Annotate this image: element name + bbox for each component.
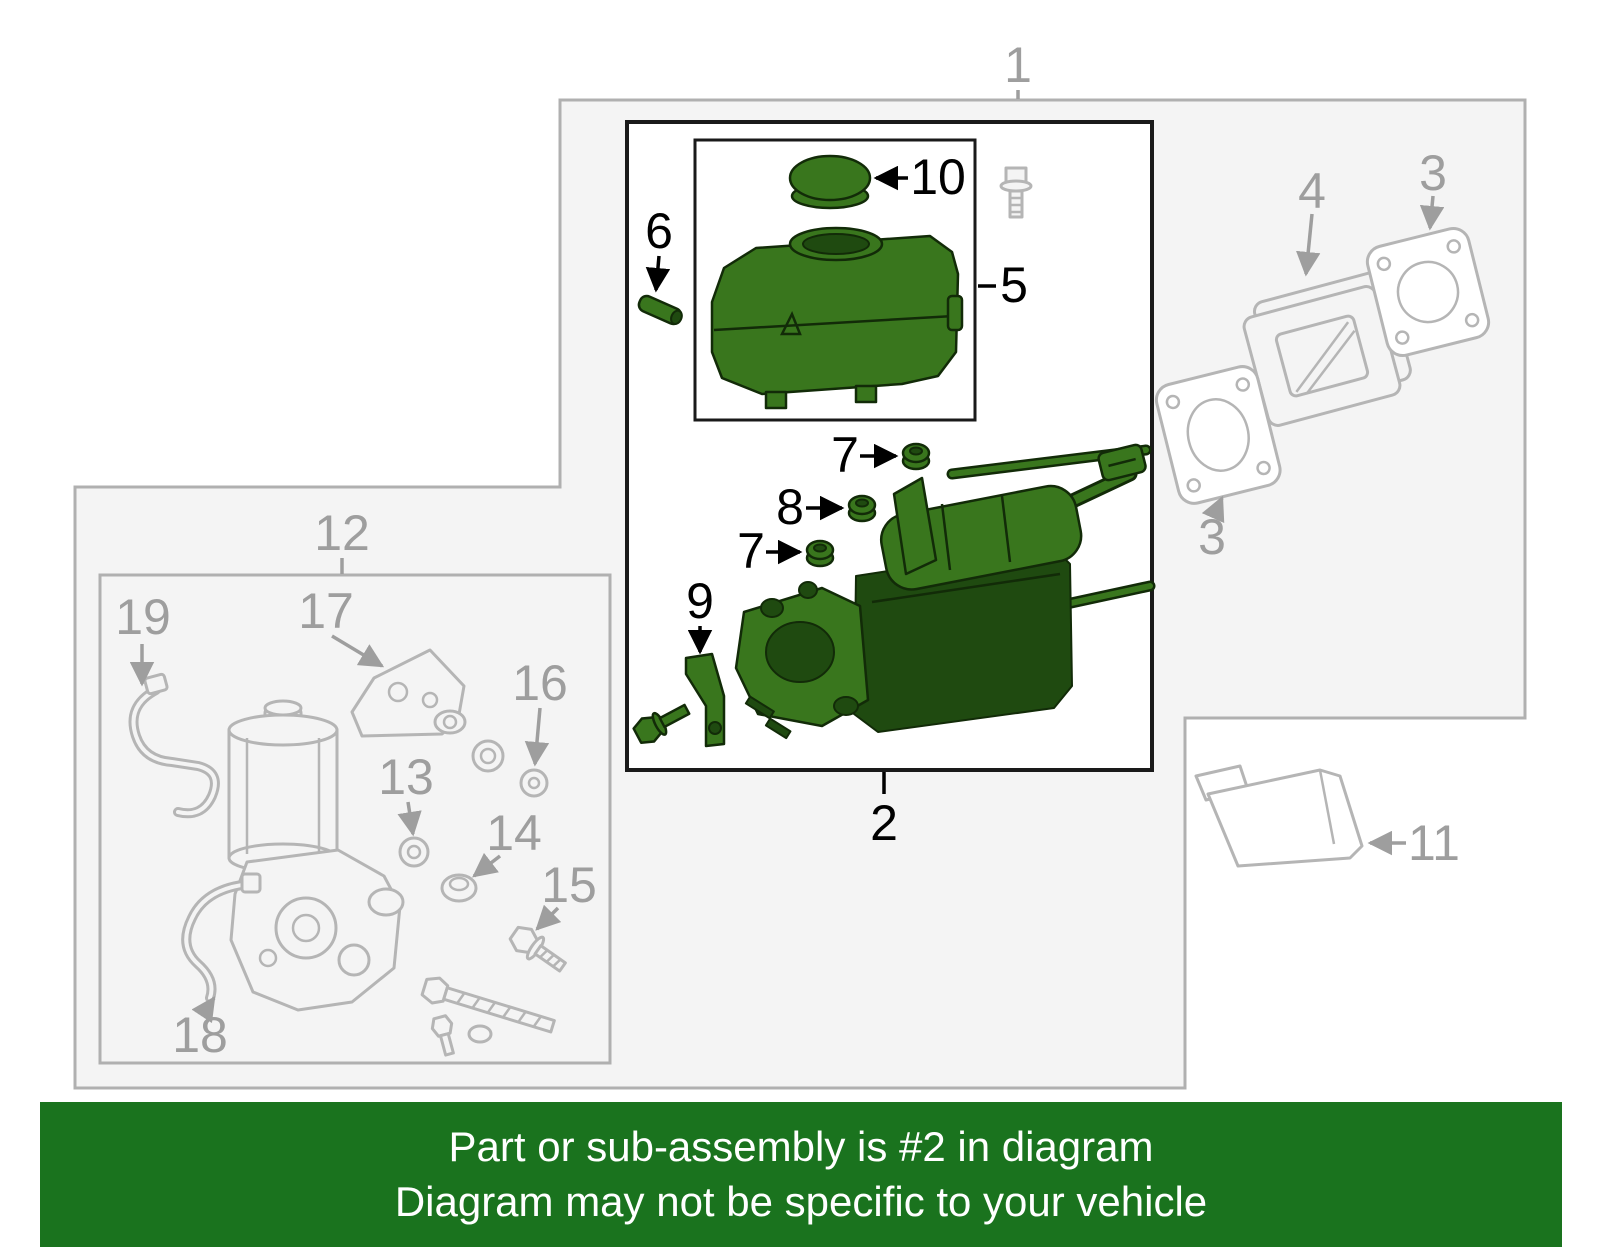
callout-13-label: 13	[378, 749, 434, 805]
callout-11-label: 11	[1408, 815, 1460, 871]
callout-6-leader	[645, 255, 671, 293]
callout-14-leader	[472, 852, 502, 878]
callout-18-label: 18	[172, 1007, 228, 1063]
grommet-7a-part	[901, 442, 931, 471]
callout-6-label: 6	[645, 203, 673, 259]
callout-3-bottom-label: 3	[1198, 509, 1226, 565]
highlight-banner: Part or sub-assembly is #2 in diagram Di…	[40, 1102, 1562, 1247]
callout-12-label: 12	[314, 505, 370, 561]
banner-line-1: Part or sub-assembly is #2 in diagram	[448, 1122, 1154, 1170]
callout-15-label: 15	[541, 857, 597, 913]
small-bolt-part	[430, 1014, 455, 1057]
callout-4-leader	[1296, 213, 1321, 277]
callout-5-label: 5	[1000, 257, 1028, 313]
callout-7b-label: 7	[737, 523, 765, 579]
bushing-14-part	[440, 873, 478, 903]
callout-19-label: 19	[115, 589, 171, 645]
callout-18-leader	[191, 995, 216, 1024]
callout-13-leader	[397, 801, 422, 837]
spacer-4-part	[1242, 269, 1412, 427]
callout-16-label: 16	[512, 655, 568, 711]
mounting-screw-part	[420, 976, 556, 1034]
bracket-9-part	[684, 652, 726, 748]
heat-shield-11-part	[1194, 764, 1364, 868]
bolt-9-part	[632, 703, 691, 744]
callout-17-label: 17	[298, 583, 354, 639]
bolt-15-part	[508, 925, 567, 973]
callout-9-label: 9	[686, 573, 714, 629]
gasket-3-bottom-part	[1154, 365, 1282, 505]
bolt-part	[999, 166, 1033, 219]
small-bushing-part	[467, 1024, 493, 1044]
callout-2-label: 2	[870, 795, 898, 851]
callout-17-leader	[331, 634, 385, 668]
reservoir-cap-part	[788, 154, 872, 210]
washer-13-part	[398, 836, 430, 868]
pin-6-part	[637, 294, 683, 326]
callout-3-top-leader	[1419, 195, 1445, 231]
gasket-3-top-part	[1365, 226, 1491, 358]
master-cylinder-assembly-part	[734, 443, 1156, 740]
callout-7a-label: 7	[831, 427, 859, 483]
banner-line-2: Diagram may not be specific to your vehi…	[394, 1177, 1208, 1225]
callout-3-bottom-leader	[1201, 495, 1225, 524]
callout-10-label: 10	[910, 149, 966, 205]
grommet-7b-part	[805, 539, 835, 568]
grommet-8-part	[847, 494, 877, 523]
bracket-17-part	[350, 648, 467, 738]
callout-8-label: 8	[776, 479, 804, 535]
callout-16-leader	[524, 707, 550, 767]
callout-1-label: 1	[1004, 37, 1032, 93]
callout-14-label: 14	[486, 805, 542, 861]
bushing-16-part	[471, 739, 549, 798]
callout-15-leader	[535, 904, 562, 931]
hose-18-part	[181, 872, 262, 1003]
sub-assembly-12-box	[98, 573, 612, 1065]
reservoir-part	[710, 226, 964, 410]
abs-actuator-part	[227, 699, 405, 1012]
callout-3-top-label: 3	[1419, 145, 1447, 201]
callout-4-label: 4	[1298, 163, 1326, 219]
